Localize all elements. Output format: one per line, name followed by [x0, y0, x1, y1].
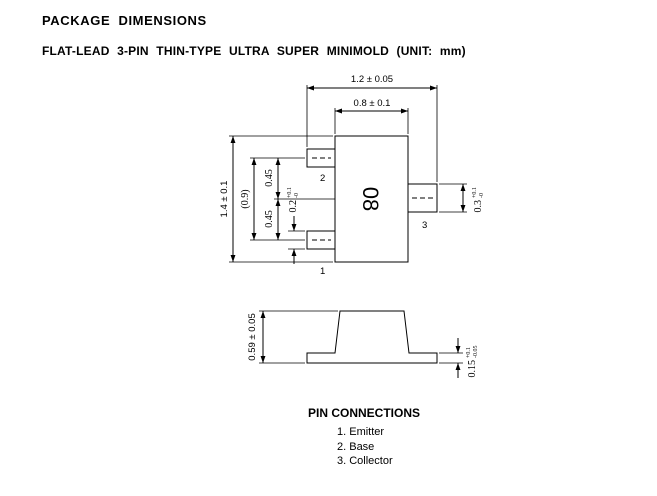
dim-collector-lead-width: 0.3 — [473, 200, 484, 213]
lead-base — [306, 148, 336, 168]
package-subtitle: FLAT-LEAD 3-PIN THIN-TYPE ULTRA SUPER MI… — [42, 44, 466, 58]
dim-lead-thickness-tol-lower: -0.05 — [473, 346, 479, 359]
dim-body-width: 0.8 ± 0.1 — [354, 98, 391, 109]
dim-overall-height: 1.4 ± 0.1 — [219, 181, 230, 218]
dim-lead-thickness: 0.15 — [467, 360, 478, 378]
dim-collector-lead-tol-lower: -0 — [479, 193, 485, 198]
dim-overall-width: 1.2 ± 0.05 — [351, 74, 393, 85]
pin-connections-list: 1. Emitter 2. Base 3. Collector — [337, 425, 393, 469]
package-marking: 08 — [358, 187, 383, 211]
dim-lead-thickness-tol-upper: +0.1 — [466, 347, 472, 358]
pin-label-2: 2 — [320, 173, 325, 184]
dim-body-height: 0.59 ± 0.05 — [247, 313, 258, 360]
dim-pin-spacing-lower: 0.45 — [264, 210, 275, 228]
pin-label-1: 1 — [320, 266, 325, 277]
dim-lead-width-tol-upper: +0.1 — [287, 187, 293, 198]
page-title: PACKAGE DIMENSIONS — [42, 13, 207, 28]
pin-connections-title: PIN CONNECTIONS — [308, 406, 421, 420]
lead-collector — [407, 183, 438, 213]
dim-lead-width: 0.2 — [288, 200, 299, 213]
side-view-outline — [306, 310, 438, 364]
pin-connection-item: 3. Collector — [337, 455, 393, 467]
pin-connection-item: 2. Base — [337, 440, 375, 453]
dim-lead-width-tol-lower: -0 — [294, 193, 300, 198]
dim-collector-lead-tol-upper: +0.1 — [472, 187, 478, 198]
lead-emitter — [306, 230, 336, 250]
dim-pin-spacing-upper: 0.45 — [264, 169, 275, 187]
pin-connection-item: 1. Emitter — [337, 426, 385, 438]
dim-pitch-ref: (0.9) — [240, 189, 251, 208]
pin-label-3: 3 — [422, 220, 427, 231]
